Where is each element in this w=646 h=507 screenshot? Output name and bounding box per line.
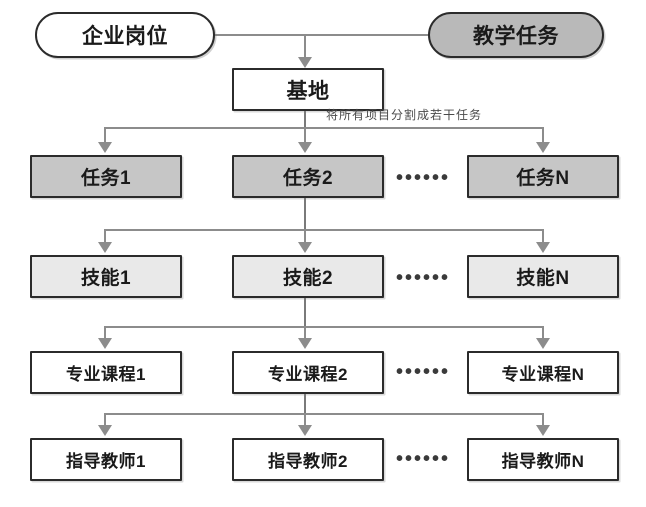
connector-top-to-base — [304, 34, 306, 60]
arrow-to-teacher-n — [536, 425, 550, 436]
node-teacher-n-label: 指导教师N — [501, 452, 585, 471]
node-skill-n-label: 技能N — [516, 268, 570, 289]
bus-teacher-mid-drop — [304, 413, 306, 426]
connector-task-stem — [304, 198, 306, 230]
bus-course-left-drop — [104, 326, 106, 340]
node-course-n[interactable]: 专业课程N — [467, 351, 619, 394]
bus-course-row — [104, 326, 544, 328]
annotation-split-projects: 将所有项目分割成若干任务 — [326, 108, 483, 122]
node-teacher-2-label: 指导教师2 — [268, 452, 348, 471]
node-skill-2[interactable]: 技能2 — [232, 255, 384, 298]
bus-course-right-drop — [542, 326, 544, 340]
bus-teacher-row — [104, 413, 544, 415]
connector-skill-stem — [304, 298, 306, 327]
ellipsis-teacher-row: •••••• — [396, 448, 451, 470]
node-teacher-1[interactable]: 指导教师1 — [30, 438, 182, 481]
arrow-to-course-2 — [298, 338, 312, 349]
connector-top-horizontal — [214, 34, 430, 36]
bus-course-mid-drop — [304, 326, 306, 340]
arrow-to-teacher-2 — [298, 425, 312, 436]
arrow-to-task-1 — [98, 142, 112, 153]
node-teaching-task[interactable]: 教学任务 — [428, 12, 604, 58]
node-course-2-label: 专业课程2 — [268, 365, 348, 384]
arrow-to-task-2 — [298, 142, 312, 153]
ellipsis-skill-row: •••••• — [396, 267, 451, 289]
node-skill-1[interactable]: 技能1 — [30, 255, 182, 298]
arrow-to-course-1 — [98, 338, 112, 349]
node-base-label: 基地 — [286, 79, 330, 103]
node-course-1[interactable]: 专业课程1 — [30, 351, 182, 394]
node-task-2[interactable]: 任务2 — [232, 155, 384, 198]
node-skill-1-label: 技能1 — [80, 268, 132, 289]
node-course-n-label: 专业课程N — [501, 365, 585, 384]
node-skill-2-label: 技能2 — [282, 268, 334, 289]
node-base[interactable]: 基地 — [232, 68, 384, 111]
arrow-to-task-n — [536, 142, 550, 153]
bus-skill-left-drop — [104, 229, 106, 244]
arrow-to-skill-n — [536, 242, 550, 253]
bus-skill-mid-drop — [304, 229, 306, 244]
arrow-to-skill-2 — [298, 242, 312, 253]
node-enterprise-post[interactable]: 企业岗位 — [35, 12, 215, 58]
node-enterprise-post-label: 企业岗位 — [82, 25, 168, 48]
bus-skill-row — [104, 229, 544, 231]
node-task-n[interactable]: 任务N — [467, 155, 619, 198]
bus-task-right-drop — [542, 127, 544, 144]
bus-task-left-drop — [104, 127, 106, 144]
connector-base-stem — [304, 110, 306, 129]
node-skill-n[interactable]: 技能N — [467, 255, 619, 298]
ellipsis-course-row: •••••• — [396, 361, 451, 383]
node-teacher-2[interactable]: 指导教师2 — [232, 438, 384, 481]
bus-task-mid-drop — [304, 127, 306, 144]
arrow-top-to-base — [298, 57, 312, 68]
arrow-to-skill-1 — [98, 242, 112, 253]
node-task-n-label: 任务N — [516, 168, 570, 189]
node-task-1[interactable]: 任务1 — [30, 155, 182, 198]
arrow-to-teacher-1 — [98, 425, 112, 436]
bus-skill-right-drop — [542, 229, 544, 244]
bus-task-row — [104, 127, 544, 129]
node-teacher-n[interactable]: 指导教师N — [467, 438, 619, 481]
arrow-to-course-n — [536, 338, 550, 349]
node-course-1-label: 专业课程1 — [66, 365, 146, 384]
ellipsis-task-row: •••••• — [396, 167, 451, 189]
bus-teacher-right-drop — [542, 413, 544, 426]
node-teacher-1-label: 指导教师1 — [66, 452, 146, 471]
connector-course-stem — [304, 394, 306, 414]
node-course-2[interactable]: 专业课程2 — [232, 351, 384, 394]
node-task-1-label: 任务1 — [80, 168, 132, 189]
node-task-2-label: 任务2 — [282, 168, 334, 189]
bus-teacher-left-drop — [104, 413, 106, 426]
node-teaching-task-label: 教学任务 — [473, 25, 559, 48]
